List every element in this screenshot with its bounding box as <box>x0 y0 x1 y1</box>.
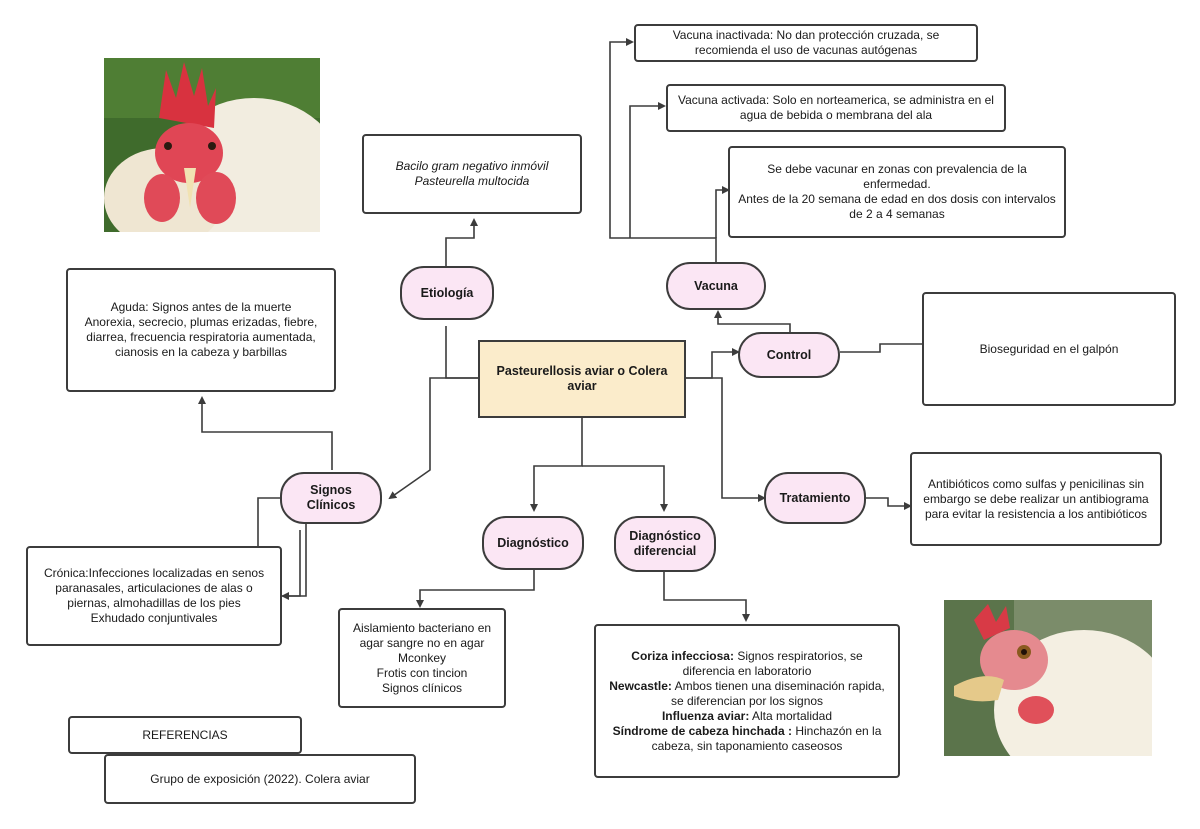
diferencial-label: Diagnóstico diferencial <box>629 529 701 558</box>
tratamiento-label: Tratamiento <box>779 490 851 505</box>
vacuna-label: Vacuna <box>694 278 738 293</box>
control-label: Control <box>766 347 812 362</box>
tratamiento-detail-box: Antibióticos como sulfas y penicilinas s… <box>910 452 1162 546</box>
node-etiologia: Etiología <box>400 266 494 320</box>
diferencial-item-text: Ambos tienen una diseminación rapida, se… <box>670 678 885 708</box>
line-etiologia-detail <box>445 218 478 266</box>
line-control-vacuna <box>714 310 791 332</box>
node-control: Control <box>738 332 840 378</box>
line-tratamiento-detail <box>866 497 912 510</box>
diferencial-item: Influenza aviar: Alta mortalidad <box>662 709 832 724</box>
diferencial-item-text: Alta mortalidad <box>749 708 833 723</box>
diferencial-item: Síndrome de cabeza hinchada : Hinchazón … <box>604 724 890 754</box>
diferencial-item: Coriza infecciosa: Signos respiratorios,… <box>604 649 890 679</box>
etiologia-detail-box: Bacilo gram negativo inmóvil Pasteurella… <box>362 134 582 214</box>
vacuna-zonas: Se debe vacunar en zonas con prevalencia… <box>738 162 1056 221</box>
line-vacuna-activada <box>629 102 666 238</box>
diferencial-item-name: Coriza infecciosa: <box>631 648 734 663</box>
diferencial-item-name: Newcastle: <box>609 678 672 693</box>
referencias-cita: Grupo de exposición (2022). Colera aviar <box>150 771 370 786</box>
vacuna-activada: Vacuna activada: Solo en norteamerica, s… <box>678 93 994 122</box>
vacuna-activada-box: Vacuna activada: Solo en norteamerica, s… <box>666 84 1006 132</box>
central-topic-label: Pasteurellosis aviar o Colera aviar <box>496 364 668 393</box>
signos-cronica-box: Crónica:Infecciones localizadas en senos… <box>26 546 282 646</box>
diferencial-item-text: Hinchazón en la cabeza, sin taponamiento… <box>651 723 882 753</box>
tratamiento-detail: Antibióticos como sulfas y penicilinas s… <box>923 476 1149 521</box>
node-signos-clinicos: Signos Clínicos <box>280 472 382 524</box>
diagnostico-label: Diagnóstico <box>497 535 569 550</box>
line-diagnostico-detail <box>416 570 535 608</box>
signos-aguda: Aguda: Signos antes de la muerte Anorexi… <box>84 300 318 359</box>
vacuna-zonas-box: Se debe vacunar en zonas con prevalencia… <box>728 146 1066 238</box>
hen-head-photo <box>944 600 1152 756</box>
line-central-etiologia <box>445 326 478 379</box>
vacuna-inactivada: Vacuna inactivada: No dan protección cru… <box>672 28 940 57</box>
control-detail-box: Bioseguridad en el galpón <box>922 292 1176 406</box>
etiologia-label: Etiología <box>420 285 474 300</box>
line-signos-aguda <box>198 396 333 470</box>
line-central-diagnostico <box>530 418 583 512</box>
diferencial-detail-box: Coriza infecciosa: Signos respiratorios,… <box>594 624 900 778</box>
diagnostico-detail-box: Aislamiento bacteriano en agar sangre no… <box>338 608 506 708</box>
line-central-tratamiento <box>686 377 766 502</box>
diferencial-item-name: Influenza aviar: <box>661 708 750 723</box>
line-vacuna-zonas <box>715 186 730 238</box>
diferencial-item: Newcastle: Ambos tienen una diseminación… <box>604 679 890 709</box>
signos-cronica: Crónica:Infecciones localizadas en senos… <box>43 566 265 625</box>
node-vacuna: Vacuna <box>666 262 766 310</box>
node-diagnostico-diferencial: Diagnóstico diferencial <box>614 516 716 572</box>
node-tratamiento: Tratamiento <box>764 472 866 524</box>
diagnostico-detail: Aislamiento bacteriano en agar sangre no… <box>352 620 492 695</box>
rooster-head-photo <box>104 58 320 232</box>
signos-label: Signos Clínicos <box>306 483 356 512</box>
signos-aguda-box: Aguda: Signos antes de la muerte Anorexi… <box>66 268 336 392</box>
referencias-label: REFERENCIAS <box>142 727 228 742</box>
line-control-bioseguridad <box>840 343 922 353</box>
etiologia-detail: Bacilo gram negativo inmóvil Pasteurella… <box>395 159 549 188</box>
line-vacuna-trunk <box>609 38 717 262</box>
line-central-control <box>686 348 740 379</box>
referencias-header-box: REFERENCIAS <box>68 716 302 754</box>
diferencial-item-text: Signos respiratorios, se diferencia en l… <box>682 648 863 678</box>
diferencial-list: Coriza infecciosa: Signos respiratorios,… <box>604 649 890 754</box>
line-central-diferencial <box>582 465 668 512</box>
node-diagnostico: Diagnóstico <box>482 516 584 570</box>
control-detail: Bioseguridad en el galpón <box>979 341 1119 356</box>
line-diferencial-detail <box>663 572 750 622</box>
line-central-signos <box>388 377 478 500</box>
referencias-cita-box: Grupo de exposición (2022). Colera aviar <box>104 754 416 804</box>
central-topic: Pasteurellosis aviar o Colera aviar <box>478 340 686 418</box>
line-signos-cronica-2 <box>281 520 307 600</box>
diferencial-item-name: Síndrome de cabeza hinchada : <box>612 723 792 738</box>
vacuna-inactivada-box: Vacuna inactivada: No dan protección cru… <box>634 24 978 62</box>
